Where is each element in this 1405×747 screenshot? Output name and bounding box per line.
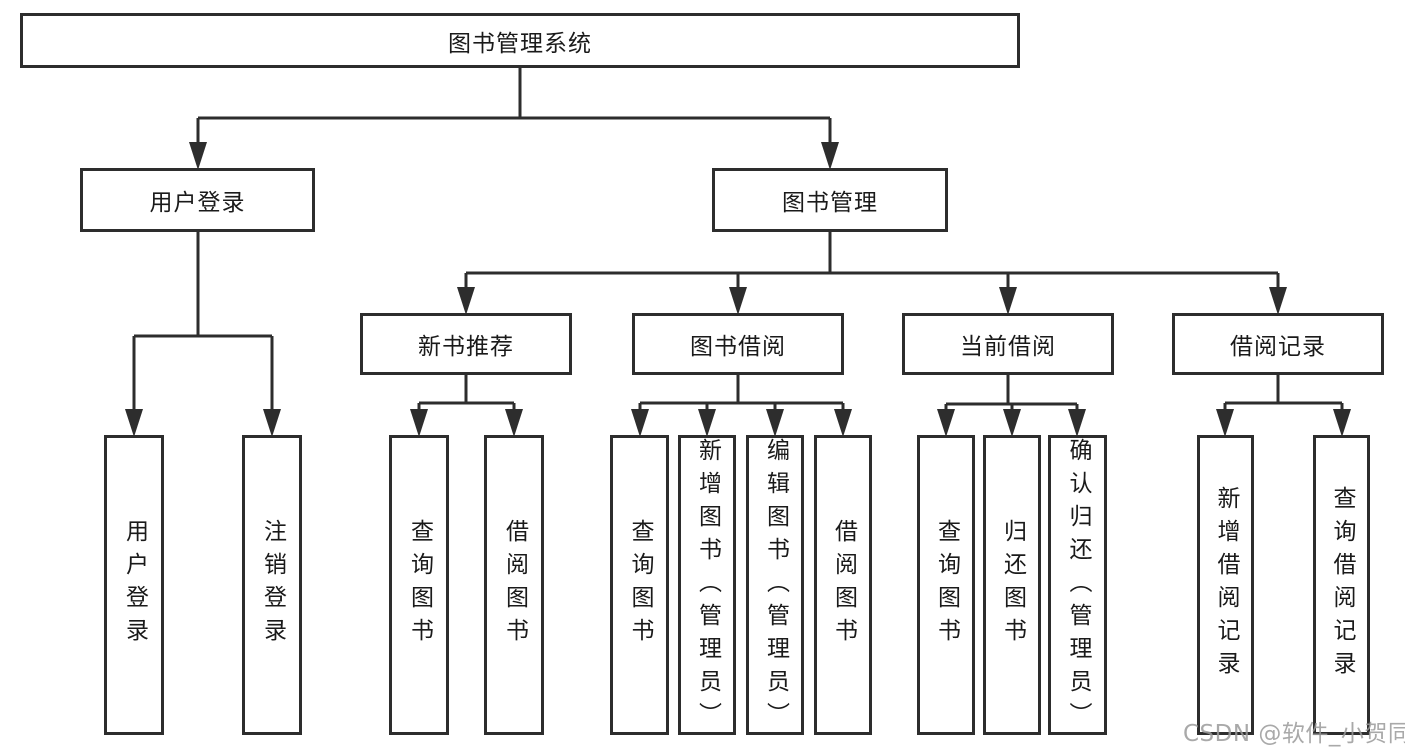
node-system-root: 图书管理系统 bbox=[20, 13, 1020, 68]
node-borrowing-records: 借阅记录 bbox=[1172, 313, 1384, 375]
leaf-query-borrow-record: 查询借阅记录 bbox=[1313, 435, 1370, 735]
leaf-borrow-books-recommend: 借阅图书 bbox=[484, 435, 544, 735]
leaf-query-books-borrow: 查询图书 bbox=[610, 435, 669, 735]
connector-user-login-children bbox=[132, 232, 274, 412]
connector-book-borrow-children bbox=[638, 375, 845, 412]
leaf-add-borrow-record: 新增借阅记录 bbox=[1197, 435, 1254, 735]
connector-root-to-level2 bbox=[196, 68, 832, 145]
leaf-query-books-current: 查询图书 bbox=[917, 435, 975, 735]
arrowheads bbox=[125, 142, 1351, 437]
connector-borrow-records-children bbox=[1223, 375, 1344, 412]
leaf-return-books: 归还图书 bbox=[983, 435, 1041, 735]
node-current-borrowing: 当前借阅 bbox=[902, 313, 1114, 375]
leaf-confirm-return-admin: 确认归还（管理员） bbox=[1048, 435, 1107, 735]
connector-current-borrow-children bbox=[944, 375, 1079, 412]
connector-book-management-children bbox=[464, 232, 1280, 290]
node-book-borrowing: 图书借阅 bbox=[632, 313, 844, 375]
node-book-management: 图书管理 bbox=[712, 168, 948, 232]
leaf-query-books-recommend: 查询图书 bbox=[389, 435, 449, 735]
leaf-borrow-books: 借阅图书 bbox=[814, 435, 872, 735]
leaf-user-login: 用户登录 bbox=[104, 435, 164, 735]
csdn-watermark: CSDN @软件_小贺同学 bbox=[1183, 721, 1405, 747]
connector-new-book-children bbox=[417, 375, 516, 412]
leaf-add-books-admin: 新增图书（管理员） bbox=[678, 435, 736, 735]
leaf-edit-books-admin: 编辑图书（管理员） bbox=[746, 435, 804, 735]
node-new-book-recommend: 新书推荐 bbox=[360, 313, 572, 375]
leaf-logout: 注销登录 bbox=[242, 435, 302, 735]
node-user-login: 用户登录 bbox=[80, 168, 315, 232]
